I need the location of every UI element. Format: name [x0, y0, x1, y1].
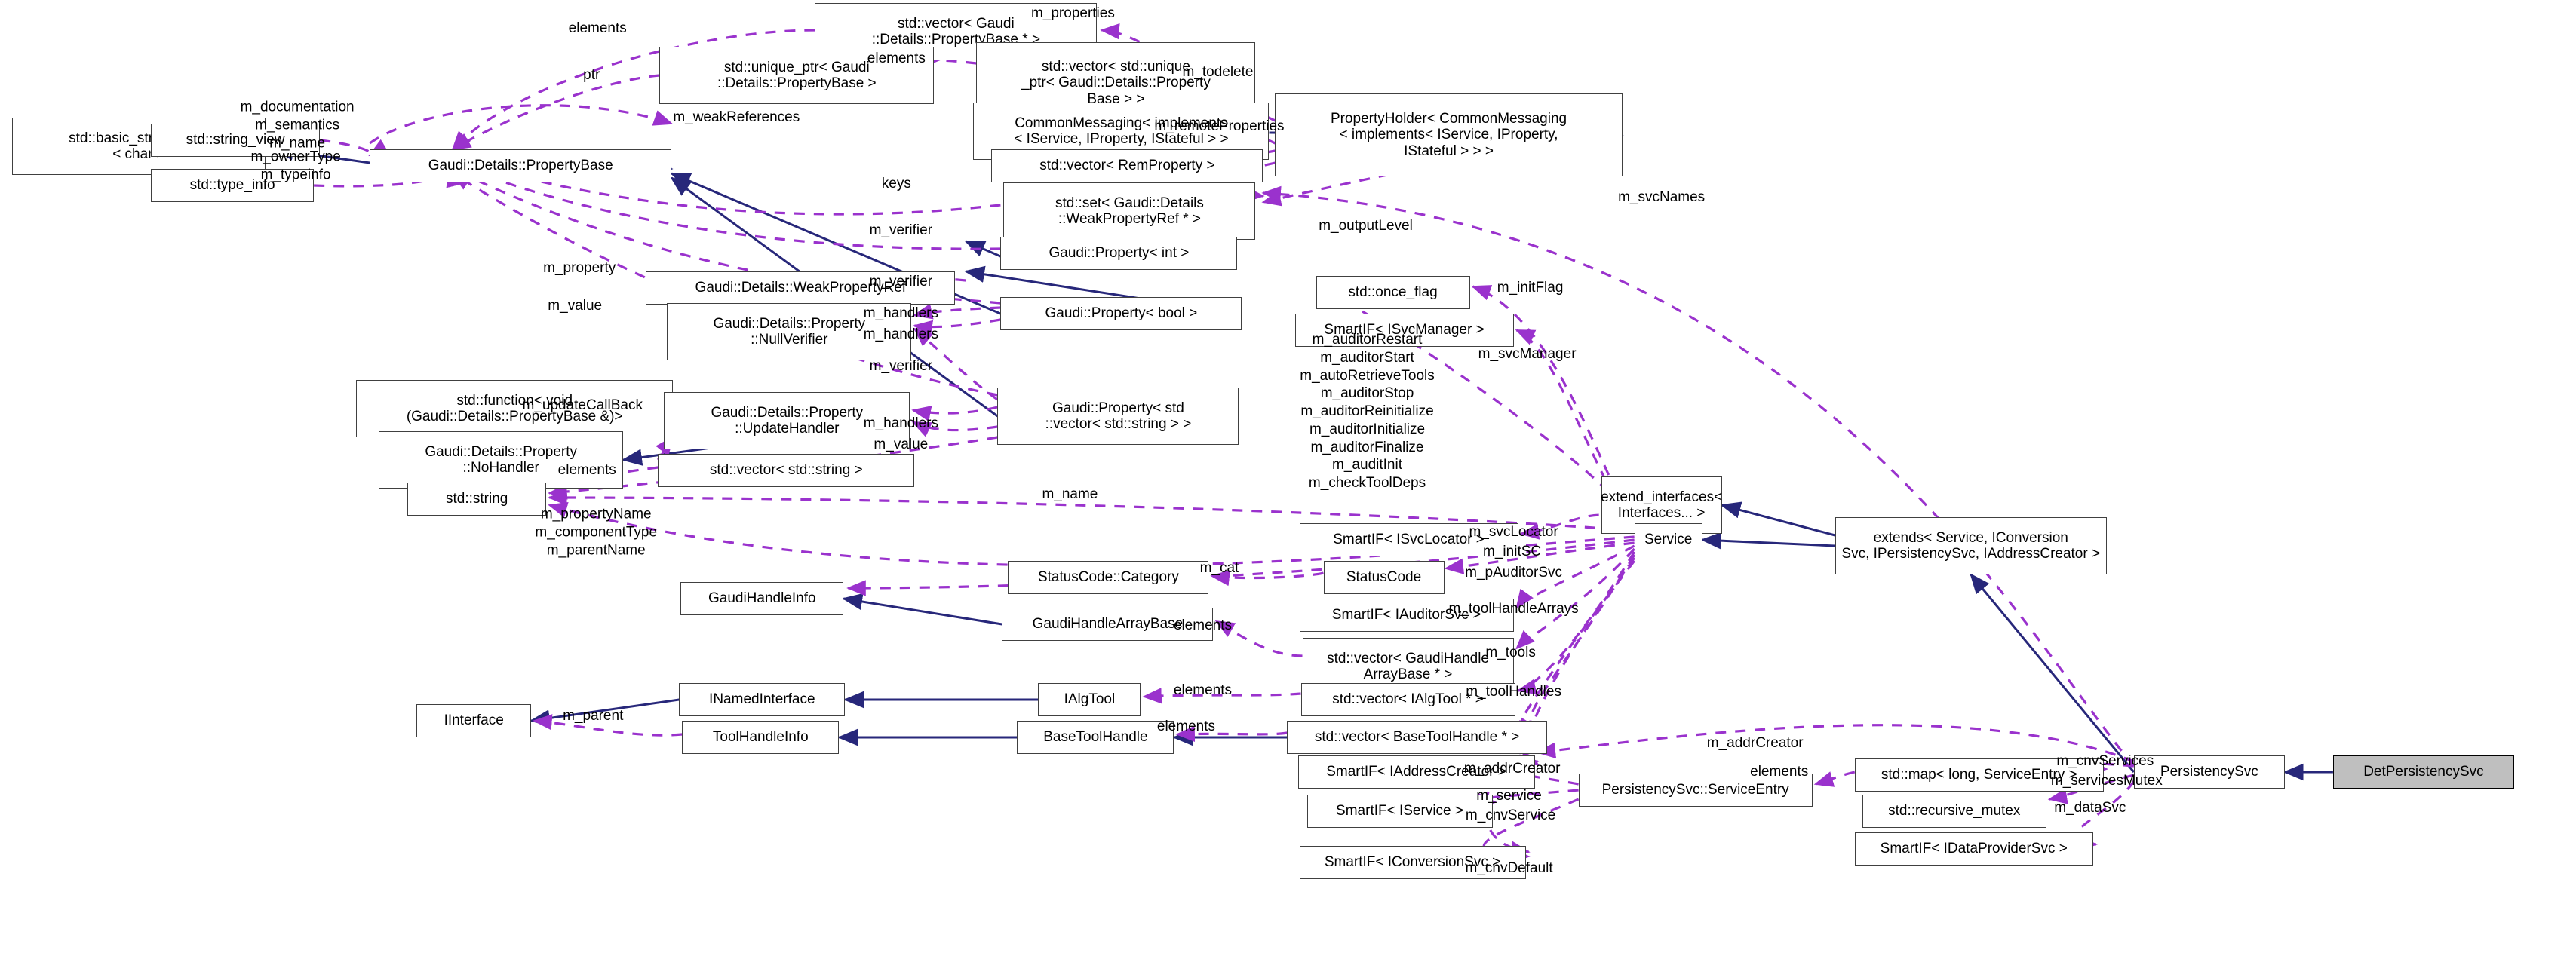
- class-node-detpersistencysvc[interactable]: DetPersistencySvc: [2332, 755, 2514, 789]
- edge-label-lbl-m-tools: m_tools: [1485, 645, 1536, 661]
- edge-label-lbl-m-handlers-1: m_handlers: [863, 305, 938, 322]
- edge-label-lbl-m-svclocator: m_svcLocator: [1469, 524, 1558, 541]
- edge-label-lbl-m-toolhandles: m_toolHandles: [1466, 684, 1561, 700]
- edge-label-lbl-m-todelete: m_todelete: [1182, 64, 1254, 81]
- class-node-smartif_idataprovider[interactable]: SmartIF< IDataProviderSvc >: [1854, 832, 2093, 866]
- class-node-property_base[interactable]: Gaudi::Details::PropertyBase: [370, 149, 672, 182]
- edge-label-lbl-m-outputlevel: m_outputLevel: [1319, 218, 1413, 234]
- edge-label-lbl-m-property: m_property: [543, 260, 616, 277]
- class-node-smartif_iconversionsvc[interactable]: SmartIF< IConversionSvc >: [1299, 846, 1526, 879]
- class-node-std_string[interactable]: std::string: [407, 483, 547, 516]
- class-node-extends_service[interactable]: extends< Service, IConversion Svc, IPers…: [1835, 517, 2107, 574]
- edge-label-lbl-m-verifier-3: m_verifier: [869, 358, 933, 375]
- edge-label-lbl-m-parent: m_parent: [563, 708, 624, 725]
- class-node-gaudi_handle_info[interactable]: GaudiHandleInfo: [680, 582, 844, 615]
- class-node-statuscode_category[interactable]: StatusCode::Category: [1008, 561, 1209, 594]
- edge-label-lbl-elements-5: elements: [1173, 682, 1233, 699]
- class-node-property_vecstring[interactable]: Gaudi::Property< std ::vector< std::stri…: [997, 388, 1239, 445]
- edge-label-lbl-elements-7: elements: [1750, 764, 1809, 780]
- edge-label-lbl-m-verifier-2: m_verifier: [869, 274, 933, 290]
- edge-label-lbl-m-pauditorsvc: m_pAuditorSvc: [1465, 565, 1562, 581]
- edge-label-lbl-m-datasvc: m_dataSvc: [2054, 800, 2126, 817]
- edge-label-lbl-m-documentation: m_documentation m_semantics m_name: [240, 99, 355, 151]
- class-node-vec_remproperty[interactable]: std::vector< RemProperty >: [991, 149, 1263, 182]
- edge-label-lbl-m-handlers-2: m_handlers: [863, 326, 938, 343]
- class-node-iinterface[interactable]: IInterface: [416, 704, 532, 737]
- edge-label-lbl-m-value-1: m_value: [548, 298, 603, 314]
- edge-label-lbl-m-svcnames: m_svcNames: [1618, 189, 1706, 206]
- edge-label-lbl-m-value-2: m_value: [874, 437, 929, 453]
- edge-label-lbl-m-initflag: m_initFlag: [1497, 280, 1564, 296]
- class-node-inamedinterface[interactable]: INamedInterface: [679, 683, 846, 716]
- class-node-service[interactable]: Service: [1634, 523, 1702, 556]
- edge-label-lbl-m-updatecallback: m_updateCallBack: [522, 397, 643, 414]
- class-node-ialgtool[interactable]: IAlgTool: [1038, 683, 1141, 716]
- class-node-smartif_iservice[interactable]: SmartIF< IService >: [1306, 795, 1493, 828]
- edge-label-lbl-m-properties: m_properties: [1030, 5, 1115, 22]
- class-node-vec_basetoolhandle[interactable]: std::vector< BaseToolHandle * >: [1287, 721, 1547, 754]
- edge-label-lbl-m-propertyname: m_propertyName m_componentType m_parentN…: [535, 506, 658, 558]
- class-node-set_weakpropref[interactable]: std::set< Gaudi::Details ::WeakPropertyR…: [1003, 182, 1256, 240]
- class-node-property_int[interactable]: Gaudi::Property< int >: [1000, 237, 1238, 270]
- edge-label-lbl-m-verifier-1: m_verifier: [869, 222, 933, 239]
- edge-label-lbl-m-weakreferences: m_weakReferences: [673, 109, 800, 126]
- edge-label-lbl-elements-6: elements: [1156, 718, 1216, 735]
- class-node-no_handler[interactable]: Gaudi::Details::Property ::NoHandler: [379, 431, 624, 489]
- edge-label-lbl-m-service: m_service: [1476, 788, 1542, 804]
- class-node-type_info[interactable]: std::type_info: [151, 169, 315, 202]
- class-node-once_flag[interactable]: std::once_flag: [1316, 276, 1470, 309]
- class-node-toolhandleinfo[interactable]: ToolHandleInfo: [682, 721, 840, 754]
- edge-label-lbl-m-ownertype: m_ownerType m_typeinfo: [250, 149, 341, 182]
- class-node-recursive_mutex[interactable]: std::recursive_mutex: [1862, 795, 2046, 828]
- edge-label-lbl-m-initsc: m_initSC: [1483, 544, 1542, 560]
- edge-label-lbl-auditors: m_auditorRestart m_auditorStart m_autoRe…: [1300, 332, 1435, 492]
- edge-label-lbl-elements-3: elements: [557, 462, 616, 479]
- edge-label-lbl-m-toolhandlearrays: m_toolHandleArrays: [1448, 601, 1579, 617]
- edge-label-lbl-m-addrcreator-1: m_addrCreator: [1706, 735, 1804, 752]
- class-node-property_bool[interactable]: Gaudi::Property< bool >: [1000, 297, 1242, 330]
- edge-label-lbl-m-handlers-3: m_handlers: [863, 415, 938, 432]
- edge-label-lbl-keys: keys: [881, 176, 911, 192]
- edge-label-lbl-m-cnvdefault: m_cnvDefault: [1465, 860, 1553, 877]
- edge-label-lbl-m-addrcreator-2: m_addrCreator: [1463, 761, 1561, 777]
- edge-label-lbl-m-remoteproperties: m_remoteProperties: [1154, 118, 1285, 135]
- edge-label-lbl-m-svcmanager: m_svcManager: [1478, 346, 1577, 363]
- edge-label-lbl-ptr: ptr: [583, 67, 600, 84]
- class-node-gaudi_handle_array[interactable]: GaudiHandleArrayBase: [1002, 608, 1214, 641]
- edge-label-lbl-m-cnvservices: m_cnvServices: [2056, 753, 2154, 770]
- edge-label-lbl-m-name: m_name: [1042, 486, 1098, 503]
- class-node-statuscode[interactable]: StatusCode: [1323, 561, 1445, 594]
- edge-label-lbl-elements-4: elements: [1173, 617, 1233, 634]
- class-node-basetoolhandle[interactable]: BaseToolHandle: [1017, 721, 1174, 754]
- edge-label-lbl-elements-1: elements: [568, 20, 627, 37]
- edge-label-lbl-elements-2: elements: [867, 51, 926, 67]
- edge-label-lbl-m-servicesmutex: m_servicesMutex: [2050, 773, 2163, 789]
- class-node-vec_string[interactable]: std::vector< std::string >: [658, 454, 915, 487]
- class-node-property_holder[interactable]: PropertyHolder< CommonMessaging < implem…: [1275, 93, 1623, 176]
- edge-label-lbl-m-cat: m_cat: [1199, 560, 1239, 577]
- class-node-persistencysvc[interactable]: PersistencySvc: [2133, 755, 2285, 789]
- edge-label-lbl-m-cnvservice: m_cnvService: [1465, 807, 1556, 824]
